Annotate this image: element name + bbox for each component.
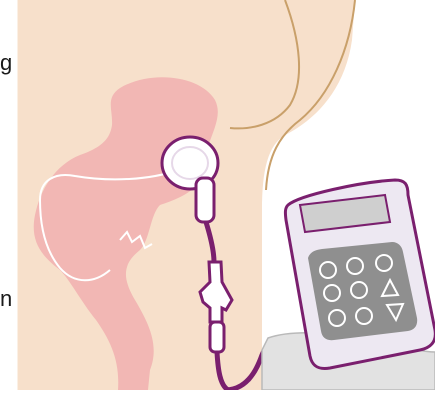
tube-clip xyxy=(210,322,224,352)
needle-hub xyxy=(196,178,214,222)
edge-text-top: g xyxy=(0,52,12,74)
edge-text-bottom: n xyxy=(0,288,12,310)
